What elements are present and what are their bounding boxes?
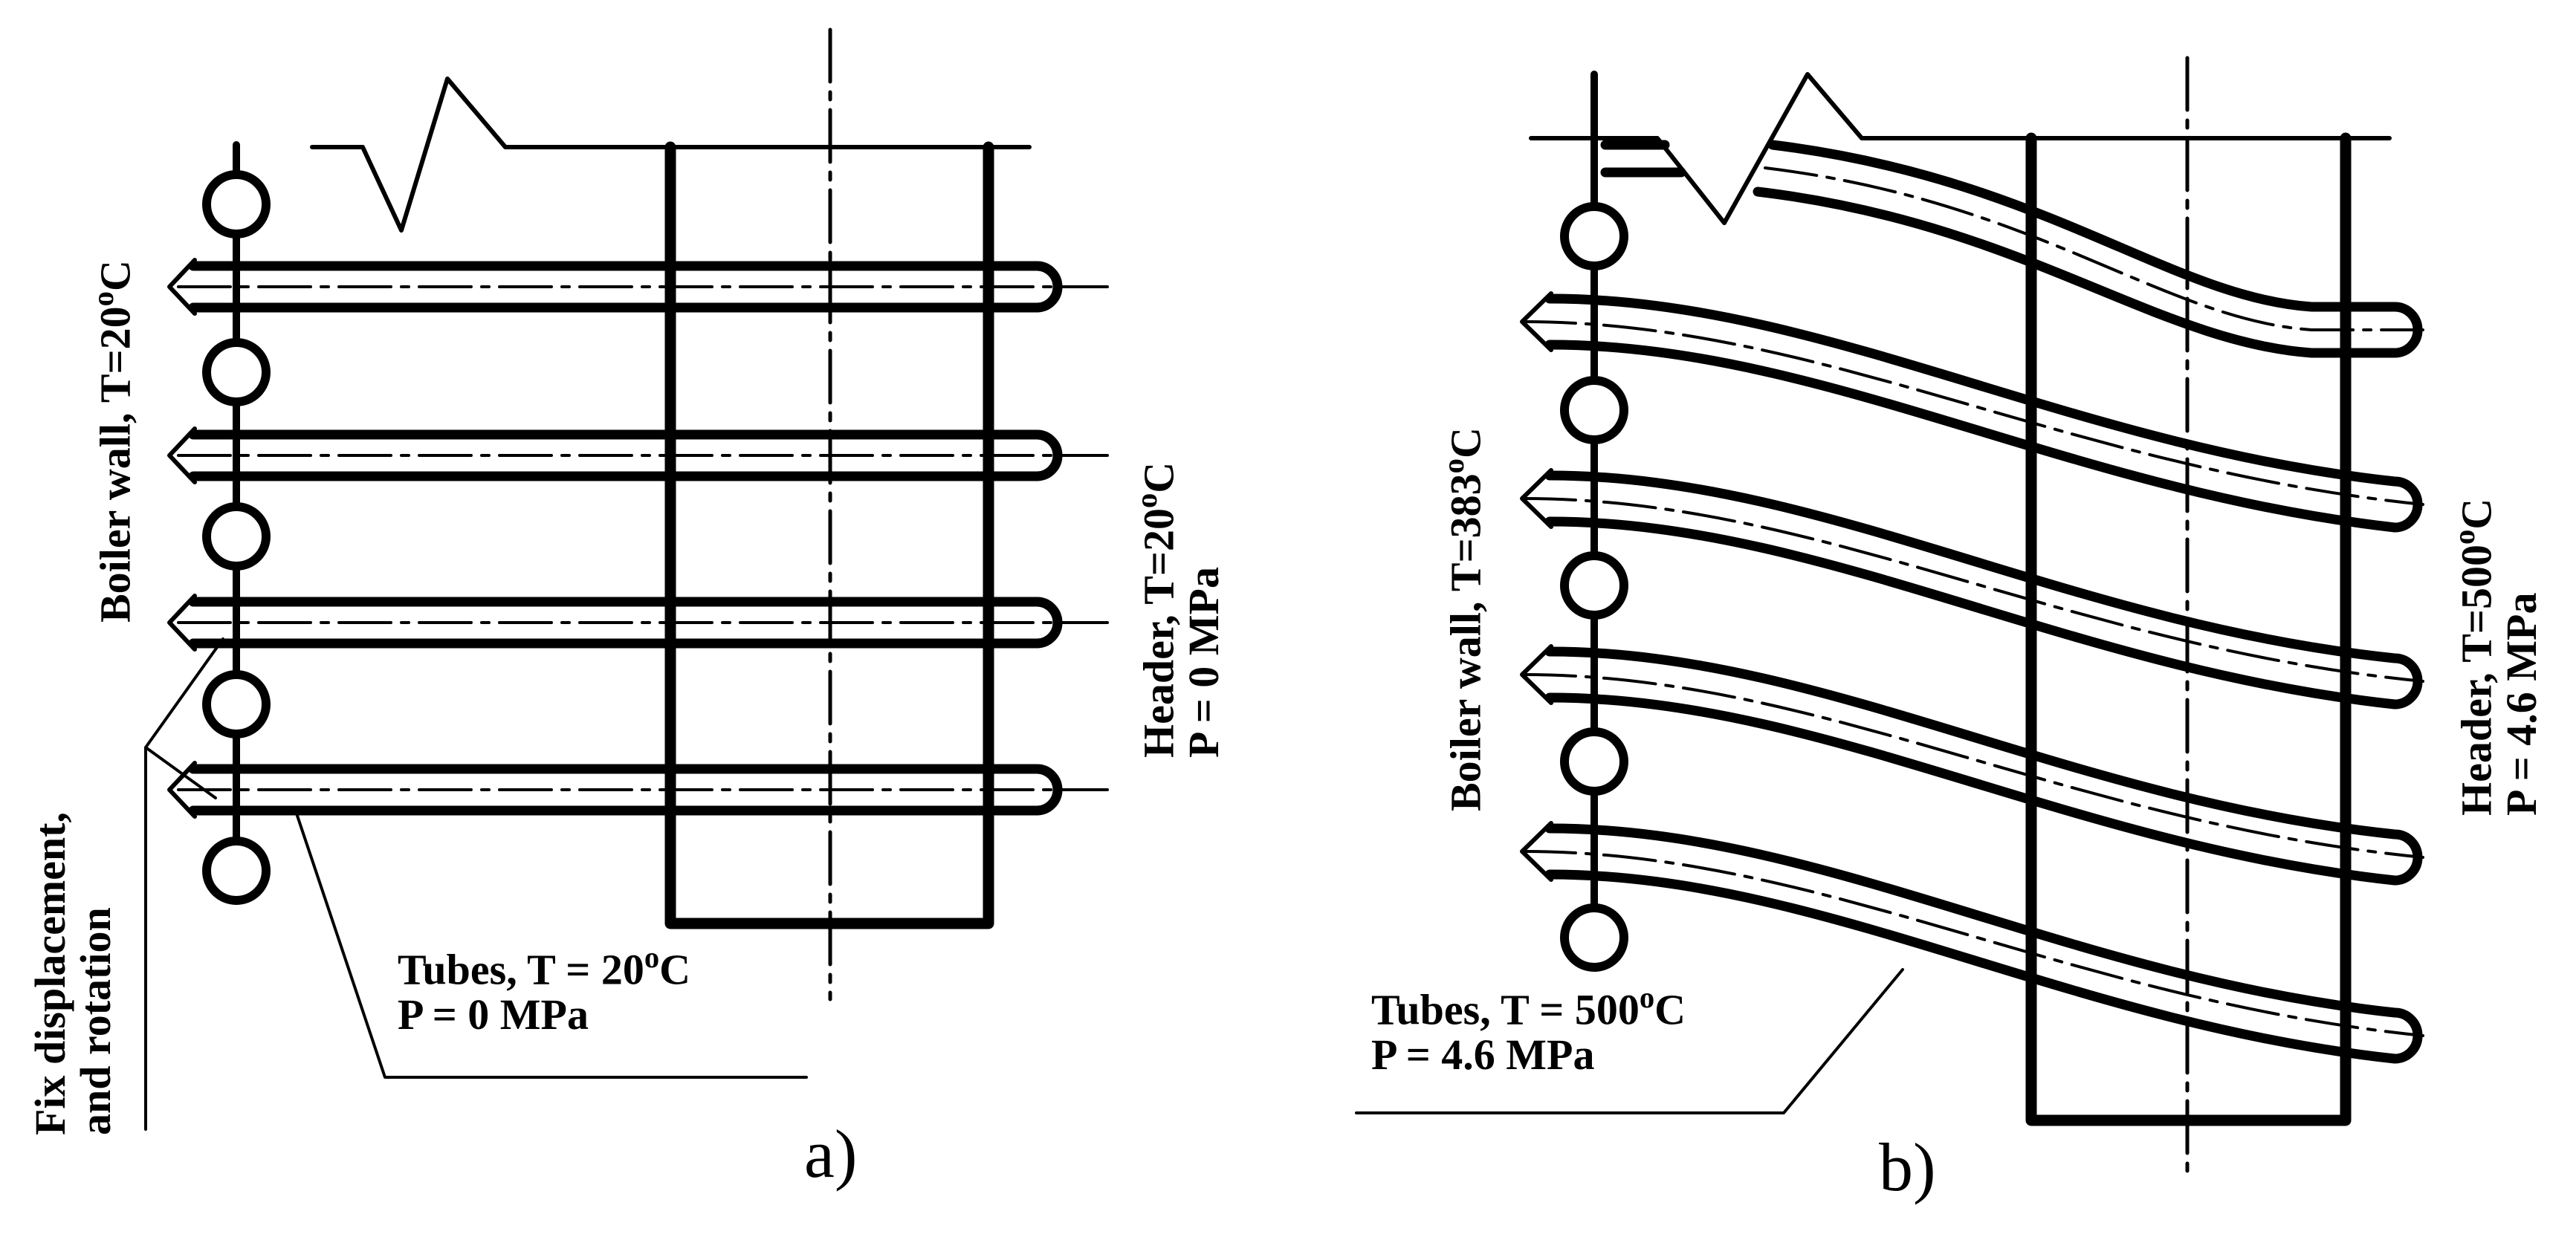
panel-a-tube (167, 594, 1109, 652)
panel-b-header-pressure: P = 4.6 MPa (2497, 592, 2546, 816)
panel-b-tubes-temp-text: Tubes, T = 500 (1371, 985, 1640, 1034)
panel-b-drawing (1355, 56, 2424, 1175)
panel-b-tubes-pressure: P = 4.6 MPa (1371, 1030, 1595, 1079)
panel-b-wall-circle (1560, 903, 1628, 972)
panel-a-wall-circle (202, 170, 271, 238)
panel-b-header-temp-text: Header, T=500 (2452, 545, 2501, 816)
degree-symbol: o (1130, 493, 1163, 509)
panel-a-header-unit: C (1134, 461, 1183, 493)
panel-a-wall-temp-text: Boiler wall, T=20 (91, 306, 140, 623)
panel-a-fix-line1: Fix displacement, (26, 812, 74, 1135)
panel-b-wall-temp-text: Boiler wall, T=383 (1441, 473, 1490, 811)
panel-a-header-label: Header, T=20oC P = 0 MPa (1130, 461, 1229, 758)
panel-a-tubes-unit: C (659, 945, 691, 994)
panel-b-wall-circle (1560, 727, 1628, 796)
panel-b-tubes-unit: C (1654, 985, 1686, 1034)
panel-b-tubes-label: Tubes, T = 500oC P = 4.6 MPa (1371, 981, 1686, 1079)
degree-symbol: o (2447, 529, 2481, 545)
degree-symbol: o (644, 941, 660, 974)
panel-a-tubes-label: Tubes, T = 20oC P = 0 MPa (398, 941, 691, 1039)
panel-a-tubes-pressure: P = 0 MPa (398, 990, 589, 1039)
panel-a-wall-circle (202, 338, 271, 406)
panel-a-drawing (144, 27, 1109, 1131)
panel-a-tubes-leader (294, 810, 808, 1079)
panel-b-wall-circle (1560, 376, 1628, 444)
panel-b-header-unit: C (2452, 498, 2501, 530)
panel-a-boiler-wall-label: Boiler wall, T=20oC (86, 260, 140, 623)
panel-b-tube (1520, 644, 2424, 886)
panel-a-tube (167, 761, 1109, 819)
panel-b-wall-unit: C (1441, 427, 1490, 459)
panel-a-header-temp-text: Header, T=20 (1134, 508, 1183, 758)
panel-a-wall-circle (202, 670, 271, 738)
panel-b-header-label: Header, T=500oC P = 4.6 MPa (2447, 498, 2546, 816)
panel-b-wall-circle (1560, 551, 1628, 620)
panel-a-header-pressure: P = 0 MPa (1179, 567, 1229, 758)
panel-b-tubes-leader (1355, 968, 1904, 1114)
panel-a-wall-circle (202, 837, 271, 905)
panel-a-tube (167, 258, 1109, 316)
panel-b-tube (1600, 140, 2424, 358)
degree-symbol: o (1437, 458, 1470, 474)
panel-b-tube (1520, 468, 2424, 710)
degree-symbol: o (86, 291, 120, 307)
degree-symbol: o (1639, 981, 1655, 1014)
panel-a-caption: a) (804, 1116, 858, 1192)
panel-b-tube (1520, 821, 2424, 1064)
panel-a-fix-leader-branch (144, 746, 217, 799)
panel-b-wall-circle (1560, 202, 1628, 270)
panel-a-fix-line2: and rotation (71, 907, 120, 1135)
panel-a-wall-circle (202, 502, 271, 571)
panel-b-top-break-line (1529, 72, 2392, 225)
panel-a-tube (167, 426, 1109, 484)
panel-a-top-break-line (310, 77, 1032, 233)
panel-b-caption: b) (1879, 1129, 1936, 1205)
panel-a-wall-unit: C (91, 260, 140, 292)
panel-a-tubes-temp-text: Tubes, T = 20 (398, 945, 644, 994)
panel-b-boiler-wall-label: Boiler wall, T=383oC (1437, 427, 1490, 811)
panel-b-tube (1520, 291, 2424, 533)
panel-a-fix-label: Fix displacement, and rotation (26, 812, 120, 1135)
